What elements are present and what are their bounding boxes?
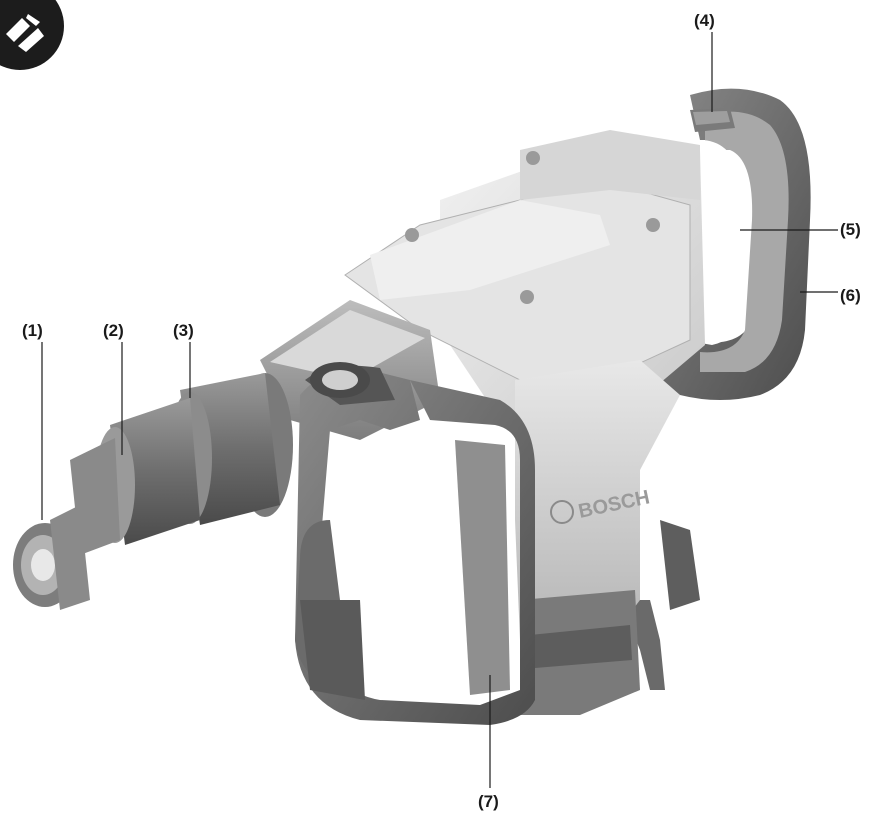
callout-3-label: (3)	[173, 321, 194, 340]
mode-badge	[0, 0, 64, 70]
main-housing	[344, 130, 705, 430]
callout-6-label: (6)	[840, 286, 861, 305]
callout-5-label: (5)	[840, 220, 861, 239]
on-off-switch	[690, 108, 735, 132]
chiselling-mode-icon	[6, 14, 44, 52]
leader-lines	[41, 32, 838, 788]
dust-protection-cap	[13, 505, 90, 610]
callout-1-label: (1)	[22, 321, 43, 340]
locking-sleeve	[70, 398, 200, 555]
callout-7-label: (7)	[478, 792, 499, 811]
rear-handle	[640, 88, 811, 401]
callout-4-label: (4)	[694, 11, 715, 30]
callout-2-label: (2)	[103, 321, 124, 340]
motor-housing	[515, 360, 680, 715]
auxiliary-handle	[295, 362, 535, 725]
